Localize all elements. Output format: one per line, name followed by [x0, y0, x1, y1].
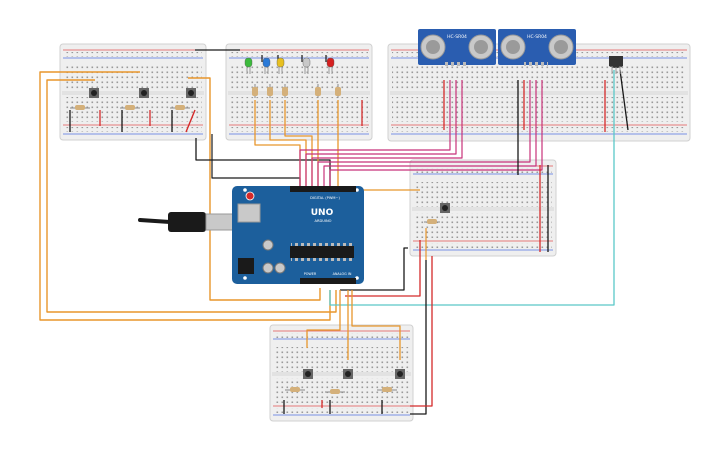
wire-magenta-2: [305, 80, 457, 188]
wire-red-mid-down: [345, 240, 421, 297]
wire-orange-bottom-1: [306, 290, 341, 348]
wire-magenta-6: [329, 80, 543, 188]
wire-magenta-4: [317, 80, 531, 188]
wire-cyan-tmp: [329, 70, 615, 306]
wire-orange-top-left-board: [188, 77, 321, 301]
wire-black-tmp: [619, 69, 629, 131]
arduino-power-label: POWER: [304, 272, 317, 276]
led-3: [302, 57, 311, 74]
arduino-brand-label: ARDUINO: [315, 219, 332, 223]
resistor: [120, 105, 140, 110]
wire-orange-bottom-3: [351, 290, 401, 360]
arduino-digital-label: DIGITAL (PWM~): [310, 196, 340, 200]
wire-black-mid-down: [340, 247, 408, 291]
wire-black-gnd-2: [211, 134, 301, 190]
resistors: [70, 84, 440, 394]
push-button[interactable]: [303, 369, 313, 379]
breadboard-middle-right: [409, 159, 557, 257]
push-button[interactable]: [395, 369, 405, 379]
arduino-model-label: UNO: [311, 208, 334, 218]
led-2: [276, 57, 285, 74]
resistor: [170, 105, 190, 110]
push-button[interactable]: [139, 88, 149, 98]
push-button[interactable]: [440, 203, 450, 213]
resistor: [252, 84, 258, 98]
resistor: [377, 387, 397, 392]
wire-black-gnd: [195, 138, 331, 190]
breadboard-top-left: [59, 43, 207, 141]
wires: [39, 49, 629, 415]
wire-magenta-3: [311, 80, 463, 188]
wire-black-bottom: [410, 260, 427, 415]
tmp-sensor-icon: [609, 56, 623, 74]
leds: [244, 57, 335, 74]
sensor-label: HC-SR04: [447, 34, 467, 40]
ultrasonic-sensor: HC-SR04: [498, 29, 576, 66]
resistor: [315, 84, 321, 98]
wire-red-bottom: [410, 256, 433, 407]
wire-magenta-1: [299, 80, 451, 188]
resistor: [70, 105, 90, 110]
arduino-analog-label: ANALOG IN: [333, 272, 352, 276]
wire-magenta-5: [323, 80, 537, 188]
push-button[interactable]: [343, 369, 353, 379]
breadboard-bottom: [269, 324, 414, 422]
ultrasonic-sensor: HC-SR04: [418, 29, 496, 66]
led-0: [244, 57, 253, 74]
resistor: [424, 219, 440, 224]
wire-orange-left-outer: [39, 71, 331, 321]
led-4: [326, 57, 335, 74]
resistor: [285, 387, 305, 392]
push-button[interactable]: [186, 88, 196, 98]
led-1: [262, 57, 271, 74]
wire-red-top-left: [185, 109, 196, 133]
resistor: [335, 84, 341, 98]
resistor: [267, 84, 273, 98]
resistor: [282, 84, 288, 98]
sensor-label: HC-SR04: [527, 34, 547, 40]
breadboard-led: [225, 43, 373, 141]
resistor: [325, 389, 345, 394]
arduino-uno-board: DIGITAL (PWM~) UNO ARDUINO POWER ANALOG …: [232, 186, 364, 284]
usb-plug-icon: [138, 212, 235, 232]
push-buttons: [89, 88, 450, 379]
push-button[interactable]: [89, 88, 99, 98]
